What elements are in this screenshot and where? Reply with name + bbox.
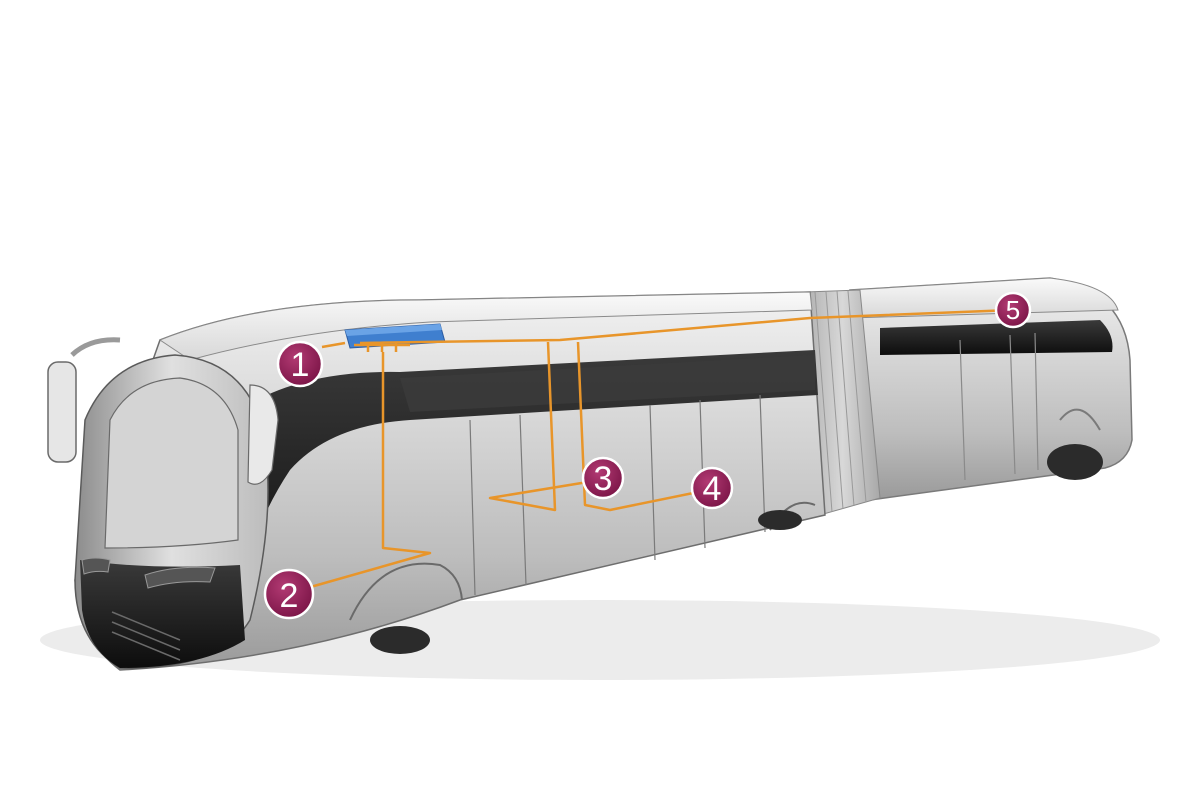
rear-bus-section — [849, 277, 1133, 501]
marker-5-label: 5 — [1006, 295, 1020, 325]
callout-marker-5: 5 — [994, 291, 1032, 329]
cable-routing — [299, 308, 1013, 592]
callout-marker-4: 4 — [690, 466, 734, 510]
callout-marker-2: 2 — [263, 568, 315, 620]
articulation-bellows — [804, 289, 881, 516]
marker-1-label: 1 — [291, 346, 310, 384]
marker-2-label: 2 — [280, 577, 299, 615]
callout-marker-1: 1 — [276, 340, 324, 388]
marker-4-label: 4 — [703, 470, 722, 508]
callout-marker-3: 3 — [581, 456, 625, 500]
front-bus-section — [47, 291, 826, 671]
marker-3-label: 3 — [594, 460, 613, 498]
